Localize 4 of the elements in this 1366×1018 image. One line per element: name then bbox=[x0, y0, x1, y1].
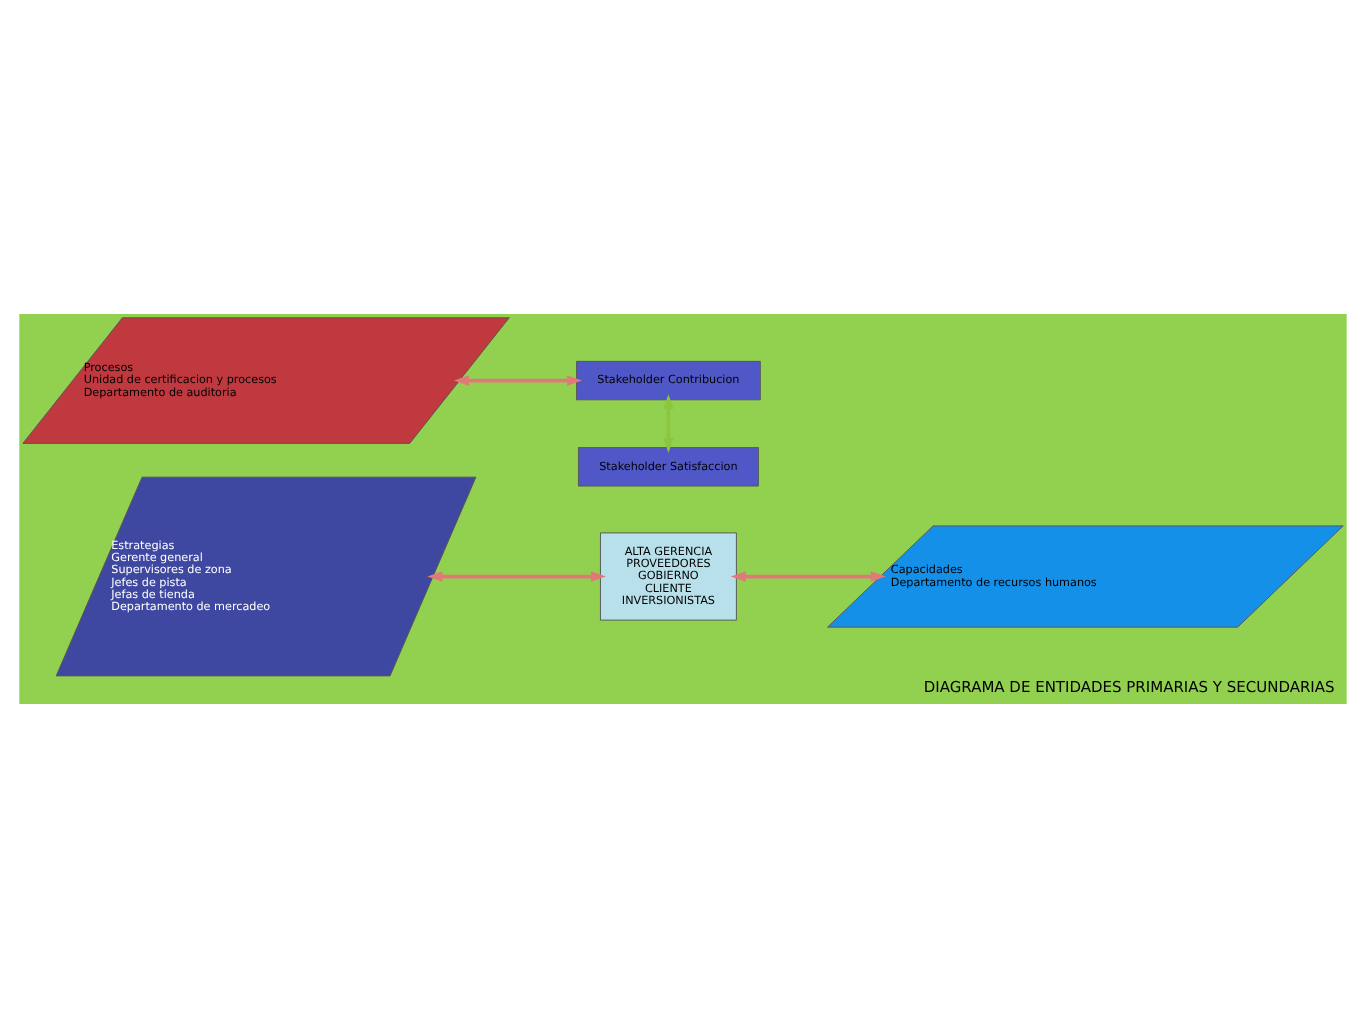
arrow bbox=[427, 571, 606, 582]
arrow bbox=[453, 375, 583, 386]
arrow bbox=[663, 394, 674, 453]
arrow bbox=[730, 571, 886, 582]
